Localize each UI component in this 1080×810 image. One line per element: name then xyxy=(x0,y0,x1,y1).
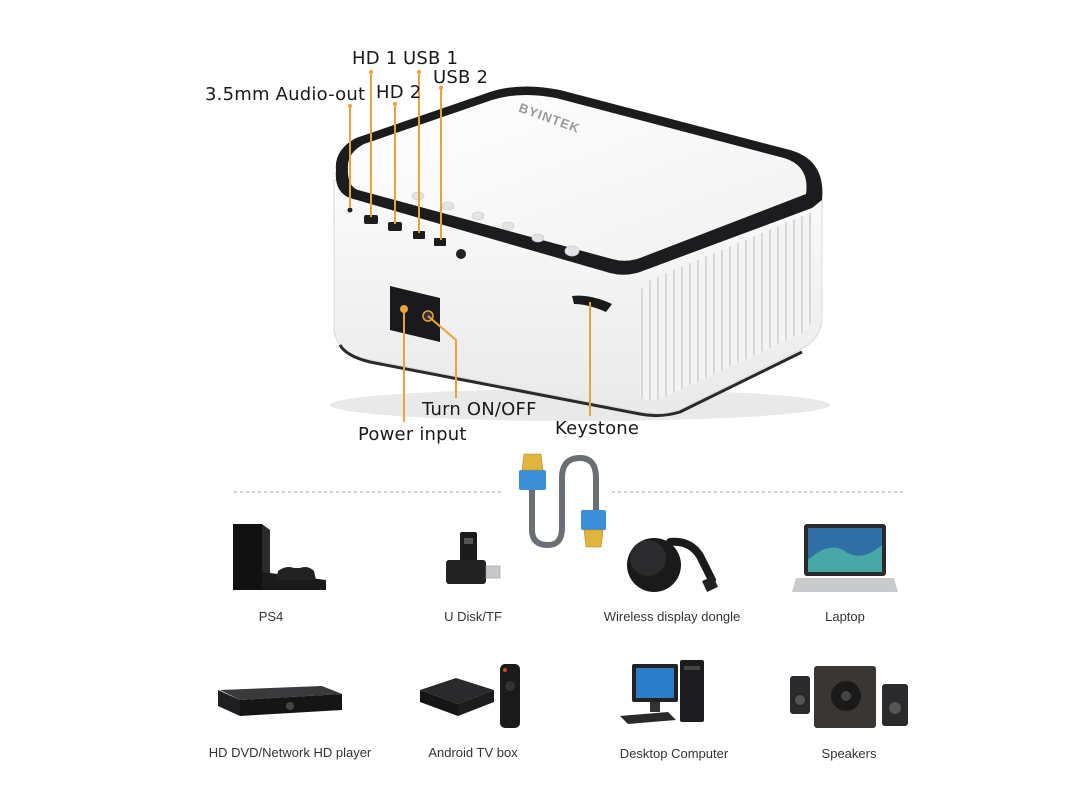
desktop-monitor-stand xyxy=(650,702,660,712)
callout-keystone: Keystone xyxy=(555,418,640,439)
remote-control xyxy=(500,664,520,728)
callout-hd2: HD 2 xyxy=(376,82,422,103)
desktop-tower xyxy=(680,660,704,722)
usb-drive-slot xyxy=(464,538,473,544)
callout-dot xyxy=(439,86,443,90)
keystone-dial xyxy=(572,295,612,312)
usb-drive-icon xyxy=(446,532,501,584)
device-label-tvbox: Android TV box xyxy=(428,745,518,760)
laptop-icon xyxy=(792,524,898,592)
desktop-monitor-screen xyxy=(636,668,674,698)
speaker-right-cone xyxy=(889,702,901,714)
device-label-ps4: PS4 xyxy=(258,609,284,624)
side-grille xyxy=(640,212,812,400)
hdmi-port-2 xyxy=(388,222,402,231)
callout-dot xyxy=(417,70,421,74)
usb-drive-plug xyxy=(485,565,501,579)
speaker-left-cone xyxy=(795,695,805,705)
hdmi-cable xyxy=(519,453,606,549)
dvd-knob xyxy=(286,702,294,710)
hdmi-plug-top-blue xyxy=(519,470,546,490)
top-button xyxy=(501,221,515,231)
device-label-desktop: Desktop Computer xyxy=(619,746,729,761)
device-label-dvd: HD DVD/Network HD player xyxy=(208,745,372,760)
callout-dot xyxy=(369,70,373,74)
top-button xyxy=(441,201,455,211)
ports xyxy=(347,207,466,259)
device-label-speakers: Speakers xyxy=(821,746,877,761)
desktop-keyboard xyxy=(620,712,676,724)
desktop-tower-bay xyxy=(684,666,700,670)
tv-box-front xyxy=(420,690,458,716)
top-button xyxy=(531,233,545,243)
tv-box-icon xyxy=(420,664,520,728)
remote-button-red xyxy=(503,668,507,672)
subwoofer-cone-center xyxy=(841,691,851,701)
device-label-udisk: U Disk/TF xyxy=(444,609,502,624)
dvd-front xyxy=(218,690,240,716)
callout-lines xyxy=(349,72,591,422)
usb-drive-body xyxy=(446,560,486,584)
power-top-button xyxy=(564,245,580,257)
callout-usb1: USB 1 xyxy=(403,48,459,69)
cable-wire xyxy=(529,454,599,549)
callout-turn-on-off: Turn ON/OFF xyxy=(422,399,537,420)
laptop-screen-aurora xyxy=(808,545,882,572)
callout-usb2: USB 2 xyxy=(433,67,489,88)
callout-dot xyxy=(348,104,352,108)
usb-drive-cap xyxy=(460,532,477,562)
device-label-dongle: Wireless display dongle xyxy=(603,609,741,624)
top-button xyxy=(471,211,485,221)
usb-port-1 xyxy=(413,231,425,239)
desktop-computer-icon xyxy=(620,660,704,724)
laptop-base xyxy=(792,578,898,592)
callout-audio-out: 3.5mm Audio-out xyxy=(205,84,366,105)
callout-dots xyxy=(348,70,443,108)
speakers-icon xyxy=(790,666,908,728)
power-socket-recess xyxy=(390,286,440,342)
hdmi-plug-bottom-blue xyxy=(581,510,606,530)
hdmi-plug-top-gold xyxy=(521,453,544,471)
dongle-cable xyxy=(666,537,716,584)
hdmi-plug-bottom-gold xyxy=(583,529,604,548)
tv-box-top xyxy=(420,678,494,704)
usb-port-2 xyxy=(434,238,446,246)
dvd-top xyxy=(220,686,342,700)
ps4-console-icon xyxy=(233,524,326,590)
hdmi-port-1 xyxy=(364,215,378,224)
remote-dpad xyxy=(505,681,515,691)
dvd-player-icon xyxy=(218,686,342,716)
projector-base-line xyxy=(338,344,803,418)
device-label-laptop: Laptop xyxy=(825,609,865,624)
wireless-dongle-icon xyxy=(627,537,718,592)
audio-port xyxy=(347,207,353,213)
dongle-disc-highlight xyxy=(630,540,666,576)
top-buttons xyxy=(411,191,580,257)
projector-top-panel xyxy=(347,94,807,261)
ir-sensor xyxy=(456,249,466,259)
dongle-hdmi-tip xyxy=(702,576,718,592)
callout-dot xyxy=(393,102,397,106)
callout-line-switch xyxy=(427,315,457,398)
callout-power-input: Power input xyxy=(358,424,467,445)
tv-box-side xyxy=(458,690,494,716)
ps4-controller xyxy=(276,567,316,580)
ps4-body xyxy=(233,524,262,590)
callout-hd1: HD 1 xyxy=(352,48,398,69)
